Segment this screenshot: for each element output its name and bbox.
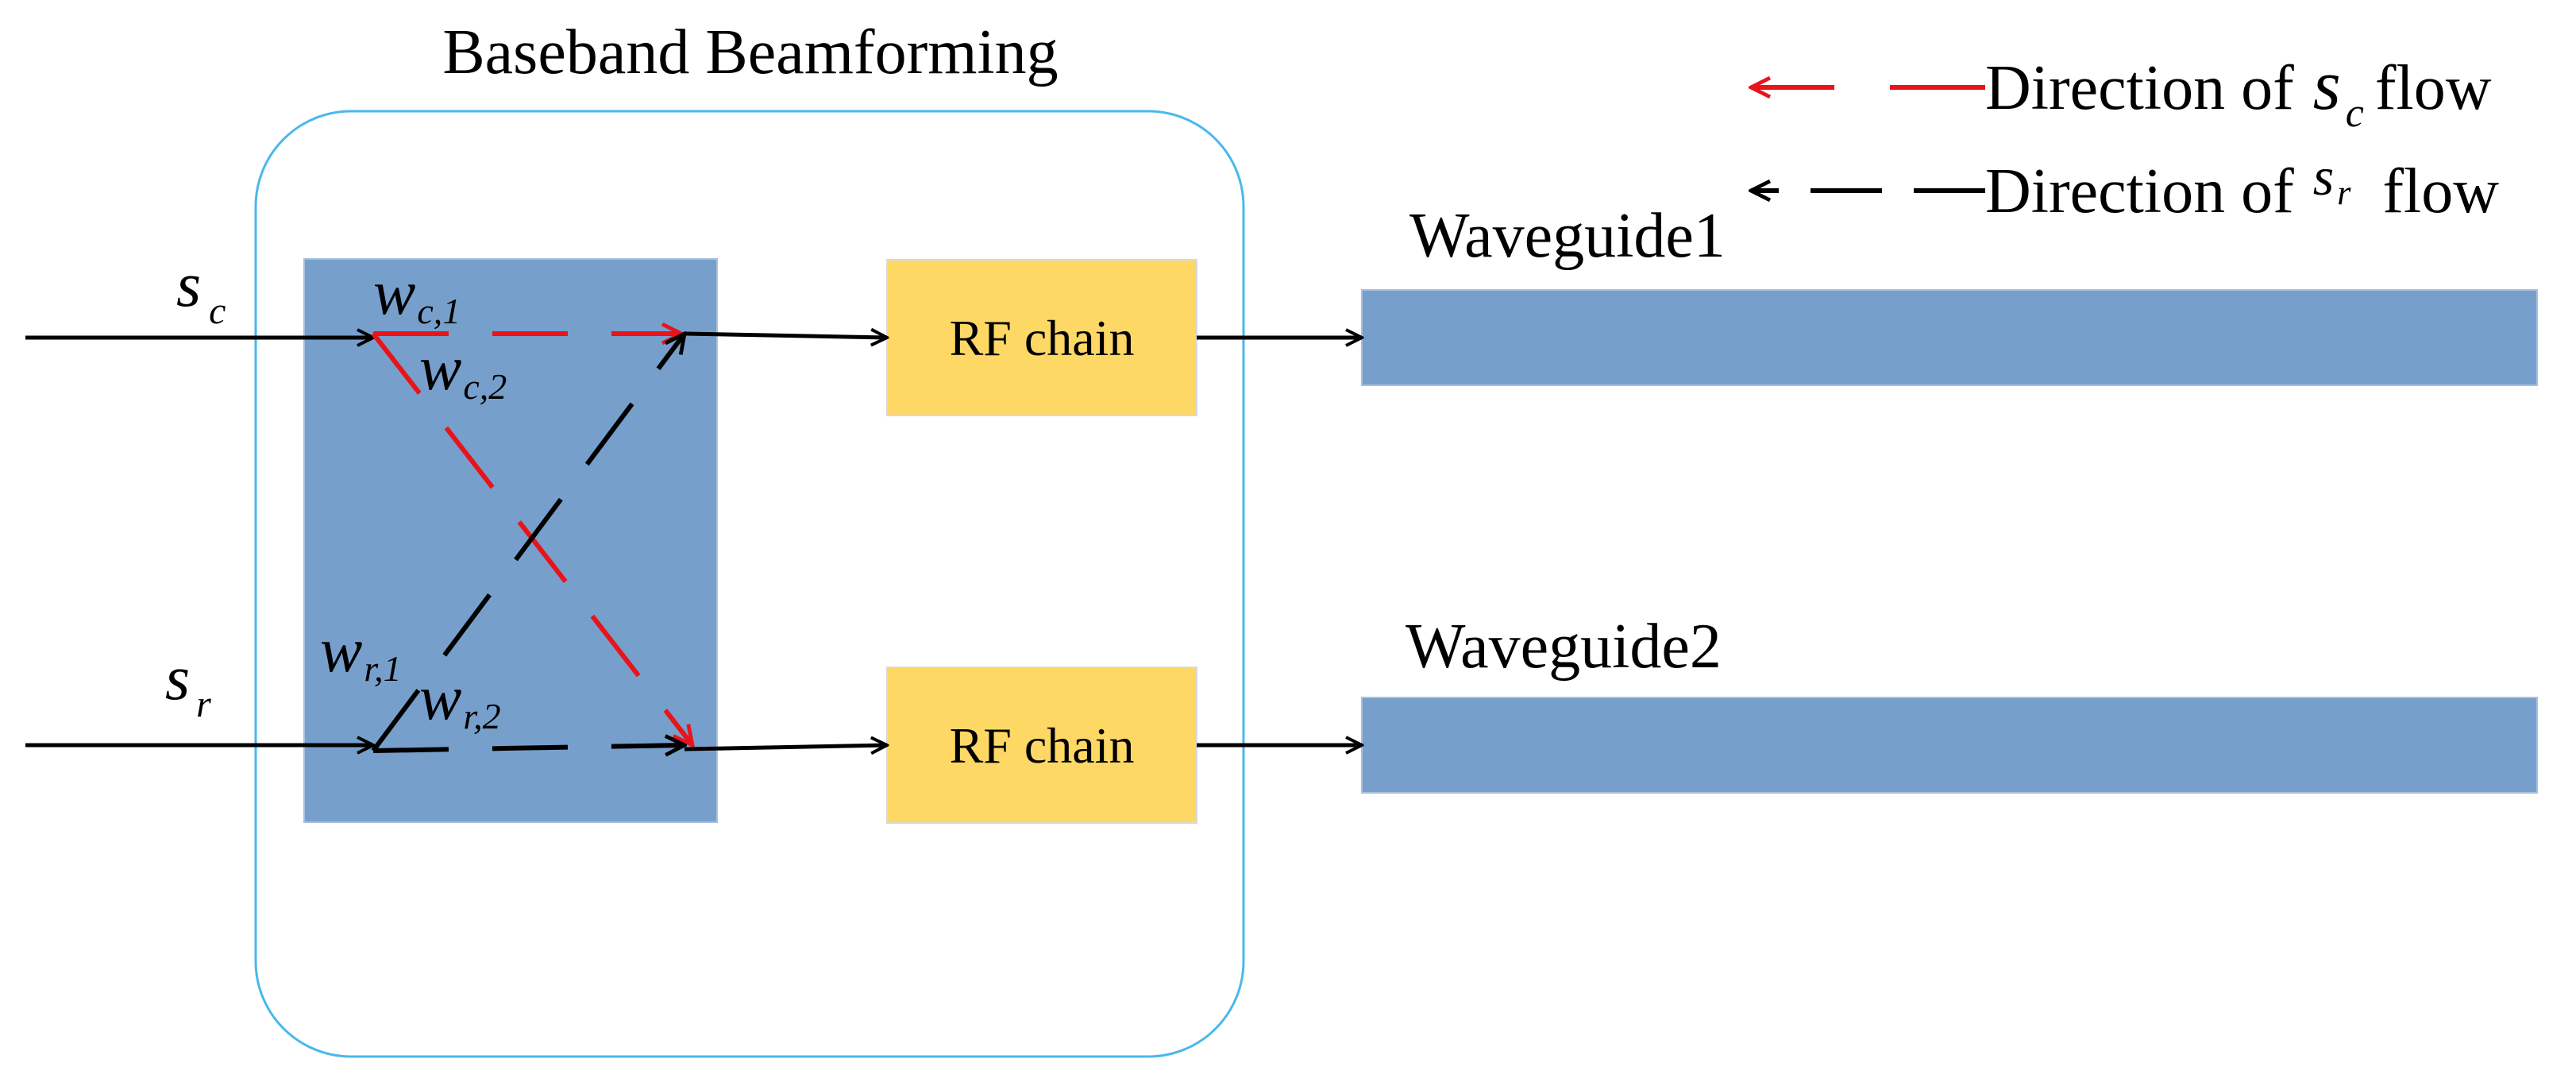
waveguide-label-2: Waveguide2 xyxy=(1406,612,1722,682)
weight-wr1-label: wr,1 xyxy=(320,616,402,689)
waveguide-2 xyxy=(1361,697,2538,794)
weight-wc1-label: wc,1 xyxy=(373,258,461,331)
diagram-title: Baseband Beamforming xyxy=(442,17,1058,87)
weight-wr2-label: wr,2 xyxy=(419,663,501,736)
sr-input-subscript: r xyxy=(196,683,211,725)
legend-sr-subscript: r xyxy=(2337,173,2351,212)
weight-wc2-label: wc,2 xyxy=(419,334,507,407)
legend-sc-subscript: c xyxy=(2346,91,2364,136)
beamformer-block xyxy=(303,258,718,823)
sr-input-symbol: s xyxy=(165,643,190,713)
legend-sr-symbol: s xyxy=(2313,146,2334,207)
sr-flow-to-top xyxy=(371,334,684,752)
rf-chain-label-2: RF chain xyxy=(950,717,1135,774)
beamforming-frame xyxy=(254,110,1245,1058)
legend-sc-prefix: Direction of xyxy=(1985,53,2294,123)
legend-sc-suffix: flow xyxy=(2375,53,2492,123)
legend-sr-prefix: Direction of xyxy=(1985,156,2294,226)
sc-input-subscript: c xyxy=(209,290,226,332)
weight-wr1-subscript: r,1 xyxy=(364,648,401,689)
weight-wr2-subscript: r,2 xyxy=(463,696,500,736)
weight-wc2-symbol: w xyxy=(419,334,461,404)
weight-wc1-symbol: w xyxy=(373,258,415,328)
rf-chain-label-1: RF chain xyxy=(950,310,1135,366)
combiner-to-rf1-arrow xyxy=(684,334,887,338)
weight-wr2-symbol: w xyxy=(419,663,461,733)
weight-wr1-symbol: w xyxy=(320,616,362,686)
rf-chain-box-2 xyxy=(886,667,1197,824)
waveguide-label-1: Waveguide1 xyxy=(1409,201,1726,271)
rf-chain-box-1 xyxy=(886,259,1197,416)
legend-sc-symbol: s xyxy=(2313,46,2341,125)
weight-wc1-subscript: c,1 xyxy=(417,291,461,331)
sc-input-symbol: s xyxy=(176,250,201,320)
weight-wc2-subscript: c,2 xyxy=(463,366,507,407)
combiner-to-rf2-arrow xyxy=(684,745,887,749)
sr-flow-to-bottom xyxy=(372,745,684,751)
waveguide-1 xyxy=(1361,289,2538,386)
legend-sr-suffix: flow xyxy=(2382,156,2499,226)
